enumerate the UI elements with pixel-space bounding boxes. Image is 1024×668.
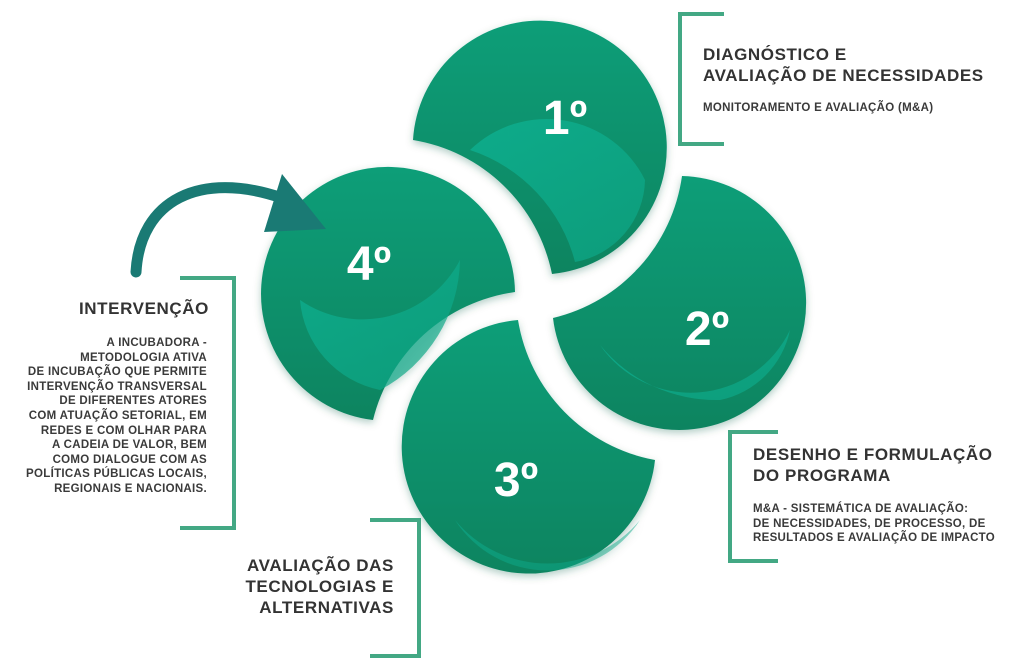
- stage-2-subtitle: M&A - SISTEMÁTICA DE AVALIAÇÃO: DE NECES…: [753, 502, 995, 546]
- stage-1-title: DIAGNÓSTICO E AVALIAÇÃO DE NECESSIDADES: [703, 44, 984, 86]
- stage-2-subtitle-line: M&A - SISTEMÁTICA DE AVALIAÇÃO:: [753, 503, 969, 515]
- stage-3-title: AVALIAÇÃO DAS TECNOLOGIAS E ALTERNATIVAS: [245, 555, 394, 618]
- stage-2-title-line: DESENHO E FORMULAÇÃO: [753, 445, 993, 464]
- stage-4-description-line: DE DIFERENTES ATORES: [59, 395, 207, 408]
- stage-4-description-line: COM ATUAÇÃO SETORIAL, EM: [28, 409, 207, 422]
- petal-3: [401, 320, 655, 574]
- stage-2-bracket: [728, 430, 778, 563]
- stage-2-title: DESENHO E FORMULAÇÃO DO PROGRAMA: [753, 444, 993, 486]
- stage-2-subtitle-line: RESULTADOS E AVALIAÇÃO DE IMPACTO: [753, 532, 996, 545]
- petal-2-label: 2º: [685, 303, 729, 356]
- stage-3-bracket: [370, 518, 421, 658]
- stage-4-description-line: METODOLOGIA ATIVA: [80, 351, 207, 364]
- stage-1-title-line: AVALIAÇÃO DE NECESSIDADES: [703, 66, 984, 85]
- stage-4-description: A INCUBADORA - METODOLOGIA ATIVA DE INCU…: [26, 336, 207, 497]
- stage-1-subtitle: MONITORAMENTO E AVALIAÇÃO (M&A): [703, 102, 934, 114]
- petal-3-label: 3º: [494, 454, 538, 507]
- stage-4-title: INTERVENÇÃO: [78, 299, 209, 318]
- petal-4: [261, 166, 515, 420]
- stage-1-title-line: DIAGNÓSTICO E: [703, 45, 847, 64]
- stage-4-description-line: INTERVENÇÃO TRANSVERSAL: [27, 380, 207, 393]
- stage-3-title-line: AVALIAÇÃO DAS: [247, 556, 394, 575]
- stage-1-bracket: [678, 12, 724, 146]
- stage-4-description-line: POLÍTICAS PÚBLICAS LOCAIS,: [26, 468, 207, 481]
- stage-4-description-line: A CADEIA DE VALOR, BEM: [51, 439, 207, 452]
- stage-4-bracket: [180, 276, 236, 530]
- stage-4-description-line: DE INCUBAÇÃO QUE PERMITE: [27, 366, 207, 379]
- stage-4-description-line: A INCUBADORA -: [106, 337, 207, 349]
- petal-1: [413, 20, 667, 275]
- stage-4-description-line: COMO DIALOGUE COM AS: [52, 453, 207, 466]
- stage-3-title-line: ALTERNATIVAS: [259, 598, 394, 617]
- petal-4-label: 4º: [347, 238, 391, 291]
- curved-arrow-icon: [130, 174, 326, 278]
- stage-3-title-line: TECNOLOGIAS E: [245, 577, 394, 596]
- petal-1-label: 1º: [543, 92, 587, 145]
- stage-4-description-line: REDES E COM OLHAR PARA: [40, 424, 207, 437]
- petal-2: [553, 176, 807, 430]
- stage-2-subtitle-line: DE NECESSIDADES, DE PROCESSO, DE: [753, 517, 986, 530]
- stage-2-title-line: DO PROGRAMA: [753, 466, 891, 485]
- stage-4-description-line: REGIONAIS E NACIONAIS.: [54, 482, 207, 495]
